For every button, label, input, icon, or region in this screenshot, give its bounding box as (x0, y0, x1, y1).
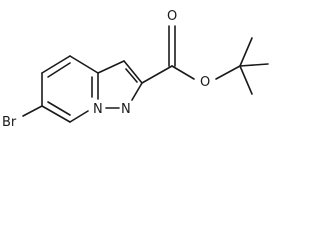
carbonyl-oxygen-label: O (167, 9, 177, 24)
bromine-label: Br (2, 115, 17, 130)
chemical-structure-figure: Br N N O O (2, 9, 269, 130)
bond-c1-br (22, 105, 43, 117)
bond-c3-c4 (69, 55, 99, 74)
bond-c4-c7 (97, 60, 125, 74)
bond-ccarbonyl-oether (171, 65, 195, 80)
molecule-drawing: Br N N O O (2, 9, 269, 130)
bond-cquat-methyl-top (239, 37, 253, 67)
bond-cquat-methyl-bottom (239, 65, 253, 95)
bond-c8-ccarbonyl (141, 65, 173, 84)
bond-c2-c3-inner (47, 62, 71, 78)
bond-c8-n2 (131, 82, 143, 101)
bond-cquat-methyl-right (239, 63, 269, 67)
nitrogen-pyrazole-label: N (121, 102, 131, 117)
bond-n-c6 (69, 110, 89, 123)
bond-c7-c8-inner (125, 68, 138, 83)
ether-oxygen-label: O (200, 75, 210, 90)
bond-c6-c1-inner (47, 101, 71, 116)
bond-c7-c8 (123, 60, 143, 84)
bond-oether-cquat (215, 65, 241, 80)
bond-c6-c1 (41, 105, 71, 123)
bond-c2-c3 (41, 55, 71, 74)
nitrogen-bridge-label: N (93, 102, 103, 117)
